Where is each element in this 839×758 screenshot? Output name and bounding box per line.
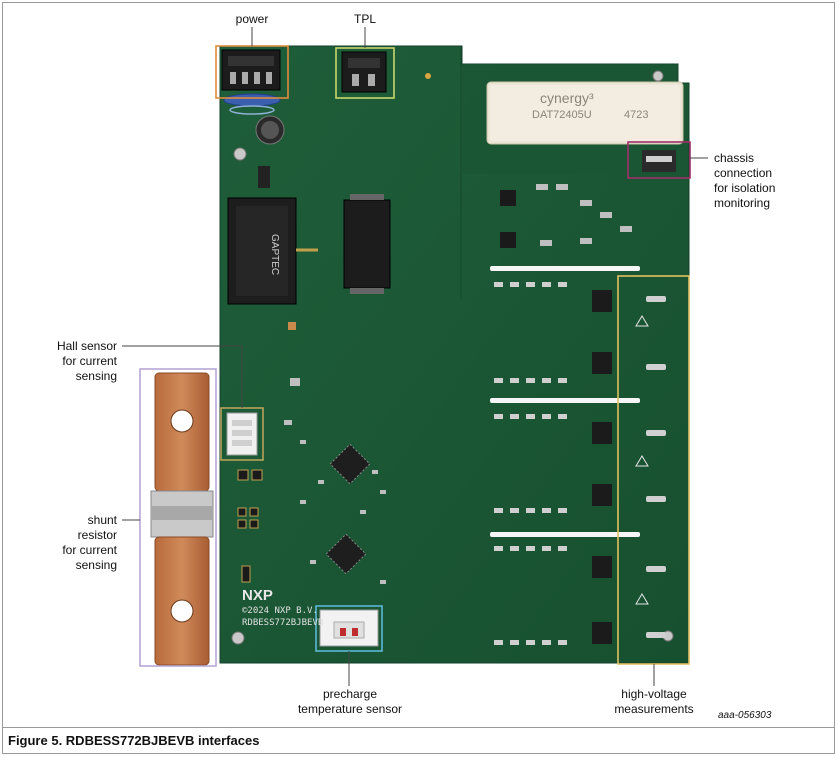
mounting-hole	[233, 147, 247, 161]
label-hv-measurements: high-voltage measurements	[614, 687, 694, 716]
figure-id: aaa-056303	[718, 710, 772, 721]
misc-smd-parts	[284, 322, 386, 584]
capacitor-brand: cynergy³	[540, 90, 594, 106]
label-hall-sensor: Hall sensor for current sensing	[56, 339, 117, 383]
isolation-slots	[490, 266, 640, 537]
label-shunt-resistor: shunt resistor for current sensing	[62, 513, 117, 572]
label-tpl: TPL	[353, 12, 376, 26]
hv-connector-pads	[646, 296, 666, 638]
opto-components	[500, 184, 632, 248]
hv-switch-ics	[592, 290, 612, 644]
capacitor-part-number: DAT72405U	[532, 109, 592, 121]
caution-triangles	[635, 315, 649, 605]
shunt-resistor	[150, 372, 214, 666]
figure-caption: Figure 5. RDBESS772BJBEVB interfaces	[8, 733, 260, 748]
chassis-highlight-box	[627, 141, 691, 179]
leader-lines	[122, 27, 708, 686]
pulse-transformer	[343, 199, 391, 289]
label-power: power	[235, 12, 269, 26]
hv-resistor-rows	[494, 282, 567, 645]
board-silkscreen-name: RDBESS772BJBEVB	[242, 618, 324, 628]
jumper-headers	[237, 469, 263, 583]
label-precharge: precharge temperature sensor	[297, 687, 403, 716]
label-chassis: chassis connection for isolation monitor…	[714, 151, 776, 210]
cable-wrap	[223, 93, 281, 107]
battery-monitor-ics	[325, 443, 371, 575]
transformer-brand: GAPTEC	[269, 234, 280, 276]
caption-divider	[3, 727, 834, 728]
capacitor-code: 4723	[624, 109, 649, 121]
shunt-highlight-box	[139, 368, 217, 667]
nxp-logo: NXP	[242, 587, 273, 604]
inductor	[258, 166, 270, 188]
board-copyright: ©2024 NXP B.V.	[242, 606, 318, 616]
